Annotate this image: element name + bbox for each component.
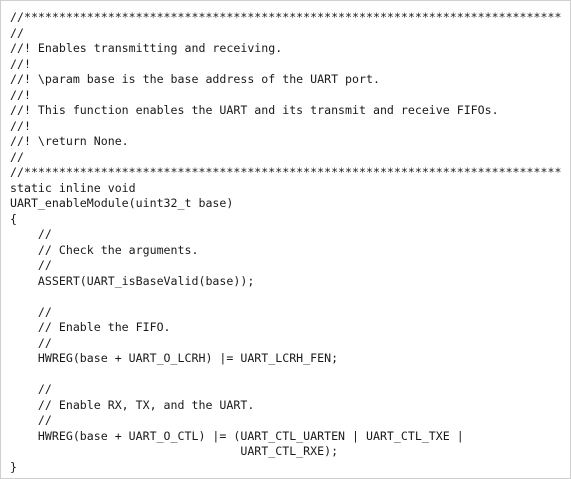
code-line xyxy=(10,289,561,305)
code-line: } xyxy=(10,459,17,474)
code-line: //**************************************… xyxy=(10,10,562,24)
code-line: static inline void xyxy=(10,180,136,195)
code-line: // xyxy=(10,25,24,40)
code-line: UART_enableModule(uint32_t base) xyxy=(10,196,234,210)
code-line: //! \param base is the base address of t… xyxy=(10,72,380,86)
code-line: // xyxy=(10,149,24,164)
code-line xyxy=(10,367,561,383)
code-line: //! This function enables the UART and i… xyxy=(10,103,499,117)
code-line: //! Enables transmitting and receiving. xyxy=(10,41,283,55)
code-line: // Enable RX, TX, and the UART. xyxy=(10,397,255,412)
code-line: HWREG(base + UART_O_LCRH) |= UART_LCRH_F… xyxy=(10,351,339,365)
code-line: //! \return None. xyxy=(10,134,129,148)
code-line: //! xyxy=(10,118,31,133)
code-line: // Check the arguments. xyxy=(10,242,199,257)
code-line: UART_CTL_RXE); xyxy=(10,444,339,458)
code-line: { xyxy=(10,211,17,226)
code-line: //**************************************… xyxy=(10,165,562,179)
code-line: // xyxy=(10,335,52,350)
code-line: // xyxy=(10,413,52,427)
code-line: HWREG(base + UART_O_CTL) |= (UART_CTL_UA… xyxy=(10,428,464,443)
code-line: // xyxy=(10,258,52,272)
code-line: //! xyxy=(10,56,31,71)
code-line: // xyxy=(10,304,52,319)
code-listing: //**************************************… xyxy=(10,10,561,475)
code-line: //! xyxy=(10,87,31,102)
code-line: // Enable the FIFO. xyxy=(10,320,171,334)
code-line: // xyxy=(10,382,52,396)
code-line: // xyxy=(10,227,52,241)
code-line: ASSERT(UART_isBaseValid(base)); xyxy=(10,273,255,288)
